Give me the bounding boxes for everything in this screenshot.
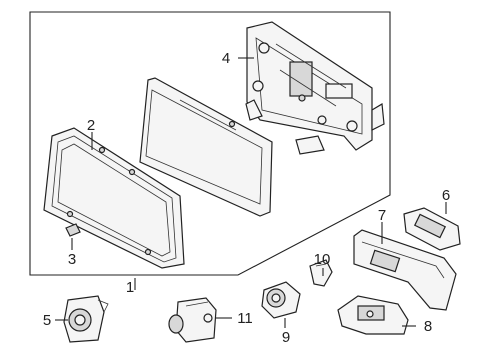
callout-11: 11 bbox=[237, 310, 253, 327]
callout-6: 6 bbox=[442, 187, 450, 204]
callout-10: 10 bbox=[314, 251, 331, 268]
part-5-speaker bbox=[63, 295, 109, 343]
part-2-bezel-frame bbox=[43, 127, 185, 269]
part-11-actuator bbox=[168, 297, 217, 343]
part-8-switch-assembly bbox=[337, 295, 409, 335]
callout-7: 7 bbox=[378, 207, 386, 224]
part-10-cap bbox=[309, 259, 333, 287]
callout-5: 5 bbox=[43, 312, 51, 329]
callout-3: 3 bbox=[68, 251, 76, 268]
callout-9: 9 bbox=[282, 329, 290, 346]
callout-1: 1 bbox=[126, 279, 134, 296]
assembly-boundary bbox=[29, 11, 391, 276]
leader-lines bbox=[55, 57, 447, 328]
part-3-clip bbox=[65, 223, 81, 237]
part-7-trim-panel bbox=[353, 229, 457, 311]
part-9-knob bbox=[261, 281, 301, 319]
callout-2: 2 bbox=[87, 117, 95, 134]
part-6-module bbox=[403, 207, 461, 251]
display-panel bbox=[139, 77, 273, 217]
callout-4: 4 bbox=[222, 50, 230, 67]
callout-8: 8 bbox=[424, 318, 432, 335]
part-4-rear-housing bbox=[245, 21, 385, 155]
